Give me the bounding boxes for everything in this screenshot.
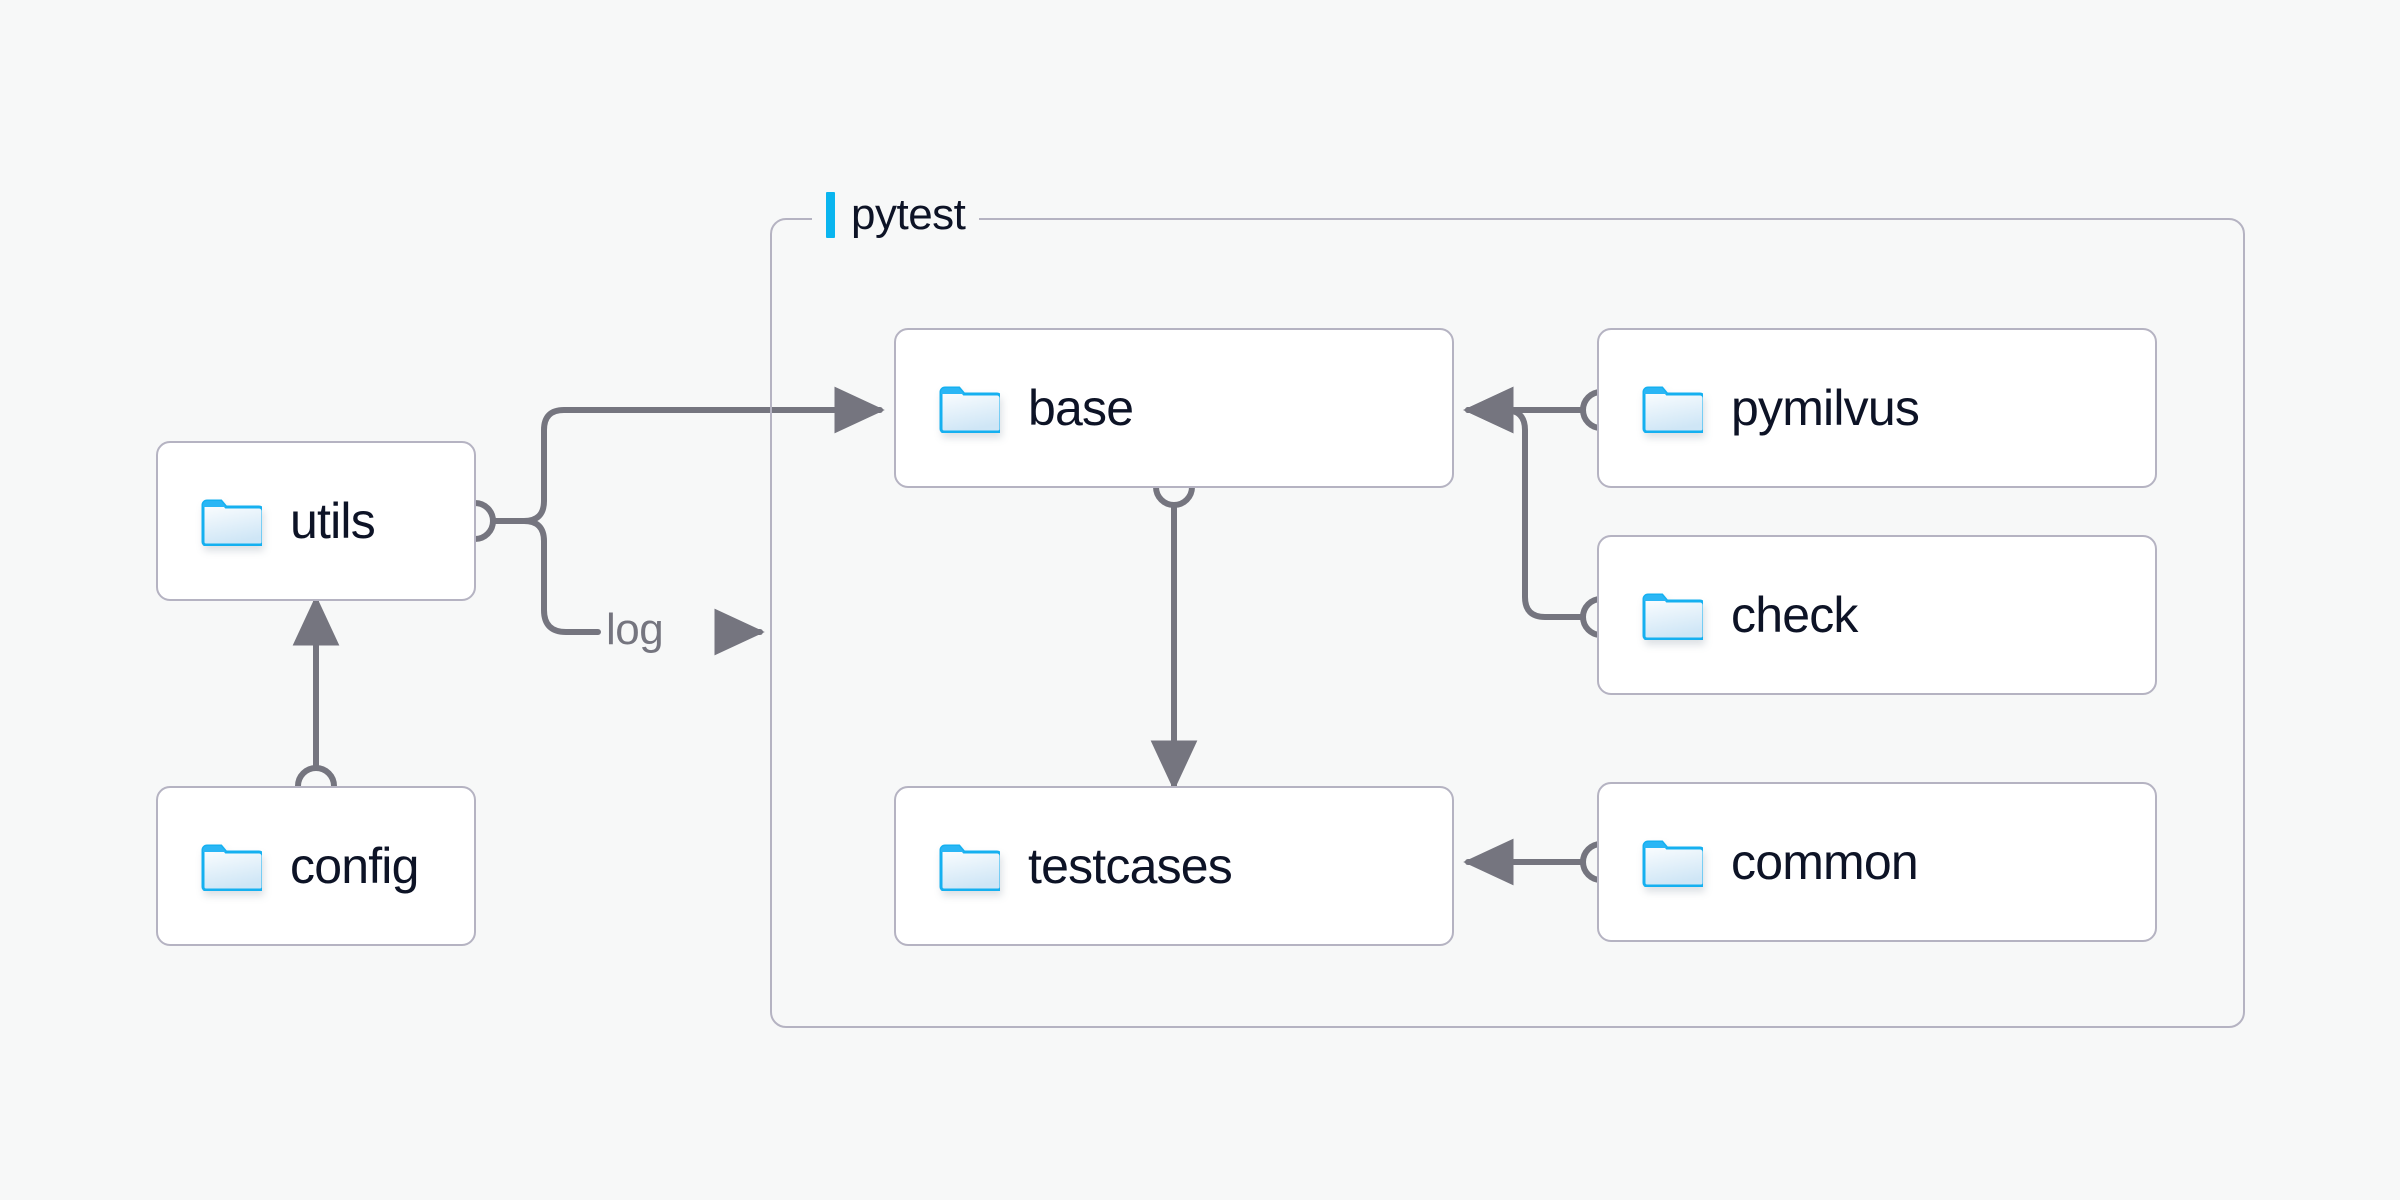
node-pymilvus-label: pymilvus (1731, 380, 1920, 436)
node-utils-label: utils (290, 493, 376, 549)
folder-icon (200, 496, 265, 547)
node-base[interactable]: base (894, 328, 1454, 488)
node-testcases[interactable]: testcases (894, 786, 1454, 946)
node-utils[interactable]: utils (156, 441, 476, 601)
edge-label-log: log (606, 605, 664, 654)
group-pytest-label: pytest (812, 188, 980, 242)
folder-icon (938, 841, 1003, 892)
group-pytest-title: pytest (851, 190, 966, 239)
group-pytest[interactable] (770, 218, 2245, 1028)
node-pymilvus[interactable]: pymilvus (1597, 328, 2157, 488)
node-base-label: base (1028, 380, 1134, 436)
node-testcases-label: testcases (1028, 838, 1233, 894)
node-check-label: check (1731, 587, 1858, 643)
node-common[interactable]: common (1597, 782, 2157, 942)
folder-icon (200, 841, 265, 892)
folder-icon (938, 383, 1003, 434)
node-check[interactable]: check (1597, 535, 2157, 695)
edge-utils-to-log (491, 518, 601, 635)
folder-icon (1641, 837, 1706, 888)
node-common-label: common (1731, 834, 1919, 890)
accent-bar-icon (826, 192, 835, 238)
node-config[interactable]: config (156, 786, 476, 946)
folder-icon (1641, 383, 1706, 434)
node-config-label: config (290, 838, 419, 894)
folder-icon (1641, 590, 1706, 641)
